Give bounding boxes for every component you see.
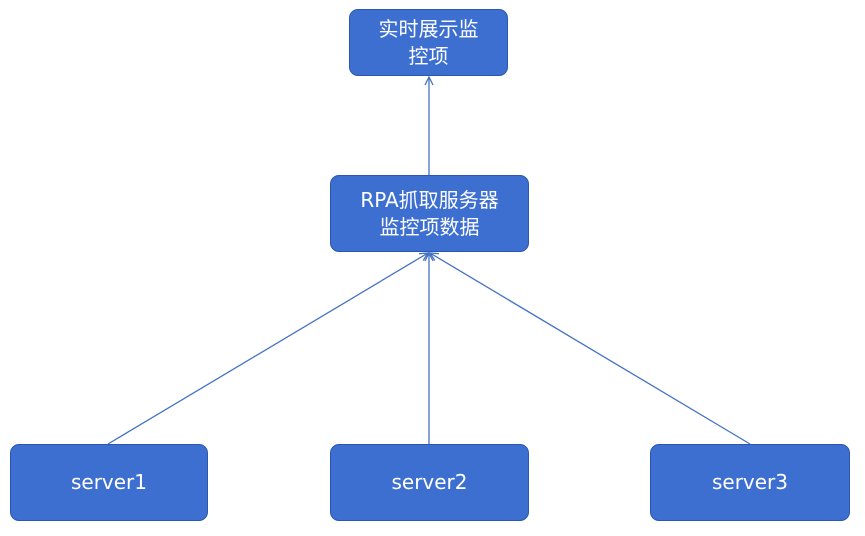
server2-box: server2: [330, 444, 529, 521]
rpa-collect-label: RPA抓取服务器 监控项数据: [360, 187, 498, 241]
display-label-line-1: 实时展示监: [378, 16, 479, 41]
rpa-label-line-2: 监控项数据: [379, 214, 480, 239]
server1-box: server1: [10, 444, 208, 521]
server2-label: server2: [391, 470, 468, 494]
display-monitor-items-label: 实时展示监 控项: [379, 16, 479, 70]
display-label-line-2: 控项: [408, 43, 449, 68]
arrow-server3-to-rpa: [430, 253, 751, 445]
arrow-server1-to-rpa: [107, 253, 428, 445]
rpa-collect-box: RPA抓取服务器 监控项数据: [330, 175, 529, 252]
rpa-label-line-1: RPA抓取服务器: [360, 187, 499, 212]
server1-label: server1: [70, 470, 148, 494]
display-monitor-items-box: 实时展示监 控项: [349, 9, 508, 76]
server3-label: server3: [711, 470, 789, 494]
server3-box: server3: [650, 444, 850, 521]
